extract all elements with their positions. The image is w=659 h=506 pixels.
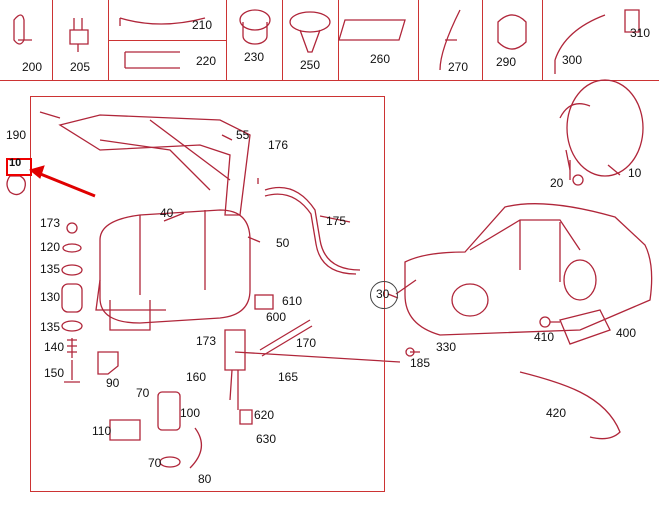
part-label[interactable]: 400 <box>616 326 637 340</box>
part-label[interactable]: 165 <box>278 370 299 384</box>
part-label[interactable]: 135 <box>40 320 61 334</box>
thumb-cell[interactable] <box>418 0 483 80</box>
part-label[interactable]: 150 <box>44 366 65 380</box>
part-label[interactable]: 50 <box>276 236 290 250</box>
part-label[interactable]: 110 <box>92 424 112 438</box>
part-label[interactable]: 90 <box>106 376 120 390</box>
highlight-box[interactable] <box>6 158 32 176</box>
component-frame <box>30 96 385 492</box>
part-label[interactable]: 630 <box>256 432 277 446</box>
part-label[interactable]: 300 <box>562 53 583 67</box>
part-label[interactable]: 40 <box>160 206 174 220</box>
part-label[interactable]: 173 <box>196 334 217 348</box>
part-label[interactable]: 175 <box>326 214 347 228</box>
part-label[interactable]: 176 <box>268 138 289 152</box>
part-label[interactable]: 310 <box>630 26 651 40</box>
callout-balloon <box>370 281 398 309</box>
part-label[interactable]: 100 <box>180 406 201 420</box>
part-label[interactable]: 205 <box>70 60 91 74</box>
part-label[interactable]: 10 <box>628 166 642 180</box>
part-label[interactable]: 410 <box>534 330 555 344</box>
part-label[interactable]: 600 <box>266 310 287 324</box>
part-label[interactable]: 170 <box>296 336 317 350</box>
part-label[interactable]: 290 <box>496 55 517 69</box>
part-label[interactable]: 130 <box>40 290 61 304</box>
thumb-cell[interactable] <box>226 0 283 80</box>
part-label[interactable]: 210 <box>192 18 213 32</box>
part-label[interactable]: 120 <box>40 240 61 254</box>
part-label[interactable]: 220 <box>196 54 217 68</box>
part-label[interactable]: 140 <box>44 340 65 354</box>
part-label[interactable]: 330 <box>436 340 457 354</box>
part-label[interactable]: 190 <box>6 128 27 142</box>
part-label[interactable]: 185 <box>410 356 431 370</box>
part-label[interactable]: 135 <box>40 262 61 276</box>
part-label[interactable]: 80 <box>198 472 212 486</box>
part-label[interactable]: 200 <box>22 60 43 74</box>
thumb-cell[interactable] <box>0 0 53 80</box>
thumb-cell[interactable] <box>482 0 543 80</box>
part-label[interactable]: 230 <box>244 50 265 64</box>
part-label[interactable]: 30 <box>376 287 390 301</box>
thumb-cell[interactable] <box>338 0 419 80</box>
highlighted-part-label[interactable]: 10 <box>9 157 22 169</box>
part-label[interactable]: 610 <box>282 294 303 308</box>
part-label[interactable]: 55 <box>236 128 250 142</box>
part-label[interactable]: 20 <box>550 176 564 190</box>
part-label[interactable]: 270 <box>448 60 469 74</box>
part-label[interactable]: 420 <box>546 406 567 420</box>
part-label[interactable]: 260 <box>370 52 391 66</box>
part-label[interactable]: 160 <box>186 370 207 384</box>
thumb-cell[interactable] <box>108 0 227 80</box>
part-label[interactable]: 250 <box>300 58 321 72</box>
part-label[interactable]: 70 <box>136 386 150 400</box>
part-label[interactable]: 620 <box>254 408 275 422</box>
part-label[interactable]: 70 <box>148 456 162 470</box>
part-label[interactable]: 173 <box>40 216 61 230</box>
